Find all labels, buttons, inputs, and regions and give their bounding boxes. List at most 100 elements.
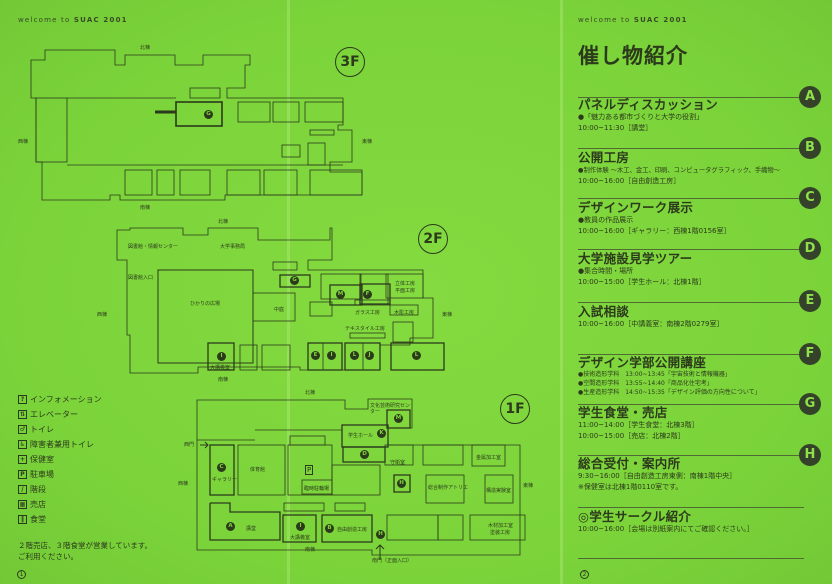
- marker-h[interactable]: H: [397, 479, 406, 488]
- marker-m[interactable]: M: [394, 414, 403, 423]
- legend-label: 駐車場: [30, 470, 54, 479]
- event-line: 10:00~16:00［中講義室：南棟2階0279室］: [578, 320, 724, 328]
- marker-m[interactable]: M: [336, 290, 345, 299]
- marker-e[interactable]: E: [311, 351, 320, 360]
- marker-d[interactable]: D: [360, 450, 369, 459]
- welcome-header-left: welcome to SUAC 2001: [18, 16, 128, 24]
- divider: [578, 455, 804, 456]
- marker-h[interactable]: H: [376, 530, 385, 539]
- parking-icon: P: [18, 470, 27, 479]
- label-east: 東棟: [442, 312, 453, 318]
- marker-a[interactable]: A: [226, 522, 235, 531]
- legend-label: インフォメーション: [30, 395, 102, 404]
- event-heading: ◎学生サークル紹介: [578, 509, 692, 524]
- marker-f[interactable]: F: [363, 290, 372, 299]
- marker-l[interactable]: L: [412, 351, 421, 360]
- divider: [578, 249, 804, 250]
- divider: [578, 354, 804, 355]
- legend-item: ?インフォメーション: [18, 392, 102, 407]
- stairs-icon: /: [18, 485, 27, 494]
- marker-i[interactable]: I: [327, 351, 336, 360]
- event-public-lecture: デザイン学部公開講座●技術造形学科 13:00~13:45「宇宙技術と情報機器」…: [578, 355, 761, 397]
- room-gallery: ギャラリー: [212, 477, 238, 483]
- marker-k[interactable]: K: [377, 429, 386, 438]
- legend-label: 階段: [30, 485, 46, 494]
- label-south: 南棟: [305, 547, 316, 553]
- divider: [578, 198, 804, 199]
- event-heading: 学生食堂・売店: [578, 405, 668, 420]
- room-paint: 塗装工房: [490, 530, 511, 536]
- room-library-entrance: 図書館入口: [128, 275, 154, 281]
- event-line: 10:00~15:00［売店：北棟2階］: [578, 432, 685, 440]
- event-heading: 入試相談: [578, 304, 630, 319]
- info-icon: ?: [18, 395, 27, 404]
- room-library: 図書館・情報センター: [128, 244, 179, 250]
- event-line: ●「魅力ある都市づくりと大学の役割」: [578, 113, 704, 121]
- legend-label: 障害者兼用トイレ: [30, 440, 94, 449]
- label-south: 南棟: [218, 377, 229, 383]
- legend-label: トイレ: [30, 425, 54, 434]
- south-gate: 南門（正面入口）: [372, 558, 413, 564]
- room-office: 大学事務局: [220, 244, 246, 250]
- fold-line: [560, 0, 563, 584]
- floor-badge-2f: 2F: [418, 224, 448, 254]
- marker-j[interactable]: J: [365, 351, 374, 360]
- divider: [578, 97, 804, 98]
- marker-c[interactable]: C: [217, 463, 226, 472]
- marker-l[interactable]: L: [350, 351, 359, 360]
- event-heading: 公開工房: [578, 150, 630, 165]
- label-south: 南棟: [140, 205, 151, 211]
- event-heading: パネルディスカッション: [578, 97, 718, 112]
- room-textile: テキスタイル工房: [345, 326, 385, 332]
- room-structure: 構造実験室: [486, 488, 512, 494]
- event-heading: 大学施設見学ツアー: [578, 251, 693, 266]
- badge-g: G: [799, 393, 821, 415]
- legend-item: ♿障害者兼用トイレ: [18, 437, 102, 452]
- floor1-plan: [196, 398, 526, 560]
- event-heading: デザイン学部公開講座: [578, 355, 707, 370]
- event-panel-discussion: パネルディスカッション●「魅力ある都市づくりと大学の役割」 10:00~11:30…: [578, 97, 718, 134]
- label-north: 北棟: [305, 390, 316, 396]
- badge-c: C: [799, 187, 821, 209]
- marker-g[interactable]: G: [290, 276, 299, 285]
- toilet-icon: ♂: [18, 425, 27, 434]
- marker-g[interactable]: G: [204, 110, 213, 119]
- marker-b[interactable]: B: [325, 524, 334, 533]
- room-lecture: 大講義室: [290, 535, 311, 541]
- room-plaza: ひかりの広場: [190, 301, 221, 307]
- first-aid-icon: +: [18, 455, 27, 464]
- badge-h: H: [799, 444, 821, 466]
- event-line: 9:30~16:00［自由創造工房東側：南棟1階中央］: [578, 472, 737, 480]
- badge-d: D: [799, 238, 821, 260]
- event-campus-tour: 大学施設見学ツアー●集合時間・場所 10:00~15:00［学生ホール：北棟1階］: [578, 251, 706, 288]
- floor3-plan: [30, 49, 363, 201]
- shop-icon: ▦: [18, 500, 27, 509]
- room-flat: 平面工房: [395, 288, 416, 294]
- room-glass: ガラス工房: [355, 310, 380, 316]
- marker-i[interactable]: I: [217, 352, 226, 361]
- room-courtyard: 中庭: [274, 307, 285, 313]
- room-auditorium: 講堂: [246, 526, 257, 532]
- legend-item: ♂トイレ: [18, 422, 102, 437]
- legend-note: ２階売店、３階食堂が営業しています。ご利用ください。: [18, 540, 152, 562]
- label-west: 西棟: [97, 312, 108, 318]
- room-metal: 金属加工室: [476, 455, 502, 461]
- marker-i[interactable]: I: [296, 522, 305, 531]
- divider: [578, 507, 804, 508]
- event-line: 10:00~16:00［自由創造工房］: [578, 177, 681, 185]
- event-line: ●集合時間・場所: [578, 267, 634, 275]
- room-wood: 木彫工房: [394, 310, 415, 316]
- badge-b: B: [799, 137, 821, 159]
- event-line: 10:00~11:30［講堂］: [578, 124, 653, 132]
- event-line: 10:00~15:00［学生ホール：北棟1階］: [578, 278, 706, 286]
- event-line: ※保健室は北棟1階0110室です。: [578, 483, 683, 491]
- welcome-header-right: welcome to SUAC 2001: [578, 16, 688, 24]
- elevator-icon: ⇅: [18, 410, 27, 419]
- floor2-plan: [116, 227, 445, 374]
- parking-icon: P: [305, 465, 314, 475]
- room-free-studio: 自由創造工房: [337, 527, 368, 533]
